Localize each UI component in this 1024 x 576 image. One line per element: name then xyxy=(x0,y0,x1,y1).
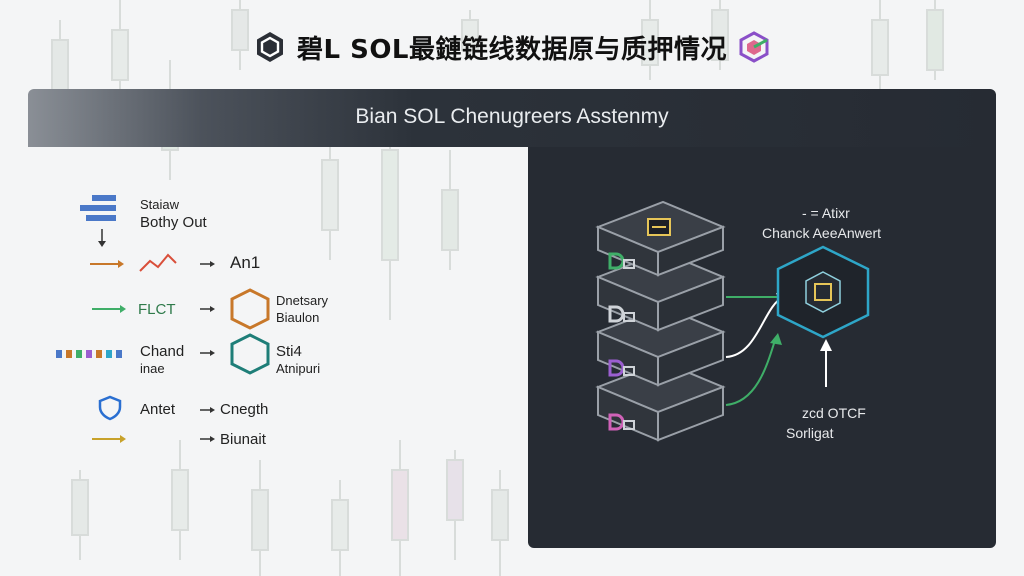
row4-left-line2: inae xyxy=(140,361,165,376)
row3-right-line2: Biaulon xyxy=(276,310,320,325)
block-face-icons xyxy=(608,252,635,431)
banner-title: Bian SOL Chenugreers Asstenmy xyxy=(355,105,669,128)
row5-left: Antet xyxy=(140,401,176,418)
block-3 xyxy=(595,305,726,387)
right-bottom-line1: zcd OTCF xyxy=(802,405,866,421)
banner: Bian SOL Chenugreers Asstenmy xyxy=(28,89,996,147)
row1-line2: Bothy Out xyxy=(140,214,207,231)
row3-left: FLCT xyxy=(138,301,176,318)
block-4 xyxy=(595,360,726,442)
right-top-line1: - = Atixr xyxy=(802,205,850,221)
dark-panel: - = Atixr Chanck AeeAnwert zcd OTCF Sorl… xyxy=(528,147,996,548)
right-bottom-line2: Sorligat xyxy=(786,425,834,441)
title-bar: 碧L SOL最鏈链线数据原与质押情况 xyxy=(0,22,1024,72)
left-flow-graphics xyxy=(56,195,270,443)
row1-line1: Staiaw xyxy=(140,197,180,212)
right-top-line2: Chanck AeeAnwert xyxy=(762,225,882,241)
row2-label: An1 xyxy=(230,253,261,272)
arrow-green-curve xyxy=(725,336,777,406)
hexagon-orange-icon xyxy=(230,288,270,330)
hex-logo-icon xyxy=(256,32,283,62)
block-1 xyxy=(595,200,726,277)
block-stack xyxy=(595,200,726,442)
chart-icon xyxy=(139,253,177,272)
cube-logo-icon xyxy=(739,31,769,63)
block-top-chip-icon xyxy=(647,218,671,236)
block-2 xyxy=(595,250,726,332)
row4-right-line1: Sti4 xyxy=(276,343,302,360)
left-flow-panel: Staiaw Bothy Out An1 FLCT Dnetsary Biaul… xyxy=(40,185,500,465)
stack-icon xyxy=(80,195,116,221)
row5-right: Cnegth xyxy=(220,401,269,418)
row6-right: Biunait xyxy=(220,431,266,448)
shield-icon xyxy=(98,395,122,421)
row4-right-line2: Atnipuri xyxy=(276,361,321,376)
chain-diagram xyxy=(595,200,870,442)
hexagon-teal-icon xyxy=(230,333,270,375)
page-title: 碧L SOL最鏈链线数据原与质押情况 xyxy=(296,34,727,65)
multi-color-dots xyxy=(56,350,122,358)
hexagon-node xyxy=(776,245,870,339)
row4-left-line1: Chand xyxy=(140,343,185,360)
row3-right-line1: Dnetsary xyxy=(276,293,329,308)
arrow-white-curve xyxy=(725,296,784,358)
